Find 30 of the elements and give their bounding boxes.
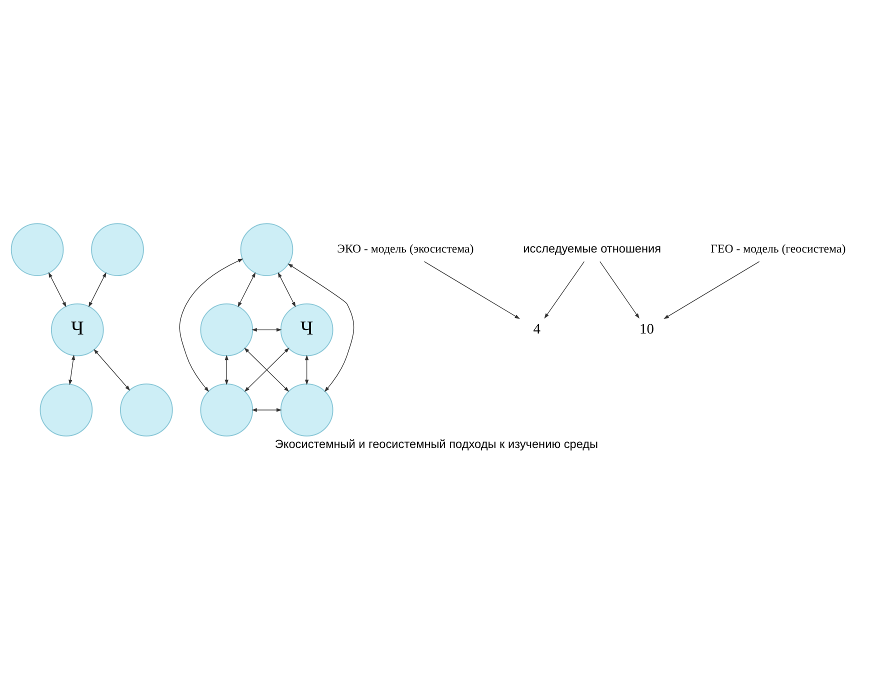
arrow	[288, 263, 354, 392]
node-text: 10	[639, 320, 654, 337]
arrow	[68, 354, 76, 385]
caption: Экосистемный и геосистемный подходы к изучению среды	[274, 436, 598, 451]
arrow	[544, 260, 585, 318]
arrow	[600, 260, 640, 318]
arrow	[252, 408, 282, 412]
node-text: ЭКО - модель (экосистема)	[337, 240, 474, 255]
node-circle	[91, 222, 144, 276]
node-text: 4	[533, 320, 541, 337]
node-circle	[280, 383, 334, 436]
arrow	[48, 272, 66, 307]
arrow	[179, 258, 244, 392]
arrow	[244, 347, 290, 392]
node-circle	[200, 383, 254, 436]
arrow	[94, 348, 130, 390]
arrow	[424, 260, 520, 318]
arrow	[664, 260, 760, 318]
node-circle	[200, 302, 254, 356]
node-text: исследуемые отношения	[523, 240, 662, 255]
node-circle	[10, 222, 64, 276]
arrow	[88, 272, 106, 307]
arrow	[238, 272, 256, 307]
arrow	[252, 327, 282, 332]
arrow	[224, 354, 228, 384]
node-text: ГЕО - модель (геосистема)	[710, 240, 846, 255]
node-circle	[40, 383, 93, 436]
node-circle: Ч	[280, 302, 334, 356]
arrow	[278, 272, 296, 307]
arrow	[304, 354, 309, 384]
